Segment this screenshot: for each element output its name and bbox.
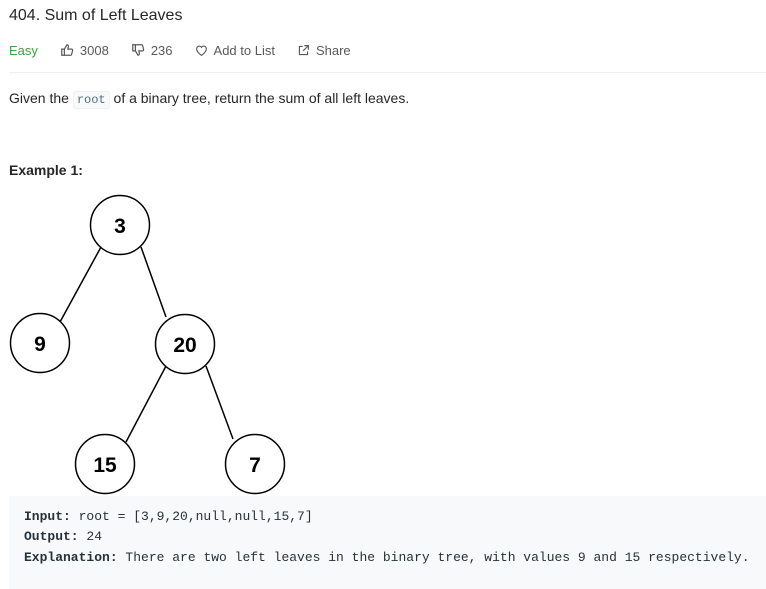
- add-to-list-label: Add to List: [213, 42, 275, 58]
- problem-description: Given the root of a binary tree, return …: [9, 90, 410, 109]
- output-value: 24: [78, 529, 103, 544]
- tree-node: 20: [154, 313, 216, 375]
- difficulty-badge: Easy: [9, 42, 38, 58]
- tree-node-label: 20: [173, 334, 196, 357]
- example-heading: Example 1:: [9, 162, 83, 178]
- share-icon: [298, 44, 309, 55]
- explanation-label: Explanation:: [24, 550, 118, 565]
- binary-tree-diagram: 3 9 20 15 7: [9, 194, 286, 495]
- description-prefix: Given the: [9, 90, 73, 106]
- description-code: root: [72, 91, 110, 109]
- explanation-value: There are two left leaves in the binary …: [117, 550, 750, 565]
- problem-meta-bar: Easy 3008 236 Add to List Share: [9, 41, 373, 59]
- example-box: Input: root = [3,9,20,null,null,15,7] Ou…: [9, 496, 766, 589]
- tree-node: 7: [224, 433, 286, 495]
- dislike-button[interactable]: 236: [131, 43, 173, 58]
- tree-node-label: 3: [114, 215, 126, 238]
- input-value: root = [3,9,20,null,null,15,7]: [70, 509, 313, 524]
- edge-3-9: [59, 246, 102, 323]
- thumbs-up-icon: [61, 44, 74, 56]
- heart-icon: [195, 44, 207, 56]
- tree-node: 15: [74, 433, 136, 495]
- example-output-line: Output: 24: [24, 529, 102, 544]
- tree-node: 3: [89, 194, 151, 256]
- like-count: 3008: [79, 42, 109, 58]
- share-label: Share: [315, 42, 351, 58]
- header-divider: [9, 72, 766, 73]
- tree-node-label: 9: [34, 333, 46, 356]
- tree-node-label: 7: [249, 454, 261, 477]
- dislike-count: 236: [150, 42, 173, 58]
- thumbs-down-icon: [131, 44, 145, 56]
- input-label: Input:: [24, 509, 71, 524]
- edge-3-20: [140, 246, 167, 318]
- share-button[interactable]: Share: [297, 43, 351, 58]
- output-label: Output:: [24, 529, 79, 544]
- edge-20-15: [125, 365, 167, 443]
- tree-node-label: 15: [93, 454, 117, 477]
- tree-node: 9: [9, 312, 71, 374]
- like-button[interactable]: 3008: [60, 43, 109, 58]
- problem-title: 404. Sum of Left Leaves: [9, 7, 183, 24]
- add-to-list-button[interactable]: Add to List: [195, 43, 275, 58]
- description-suffix: of a binary tree, return the sum of all …: [109, 90, 410, 106]
- example-explanation-line: Explanation: There are two left leaves i…: [24, 550, 750, 565]
- edge-20-7: [205, 365, 234, 440]
- example-input-line: Input: root = [3,9,20,null,null,15,7]: [24, 509, 313, 524]
